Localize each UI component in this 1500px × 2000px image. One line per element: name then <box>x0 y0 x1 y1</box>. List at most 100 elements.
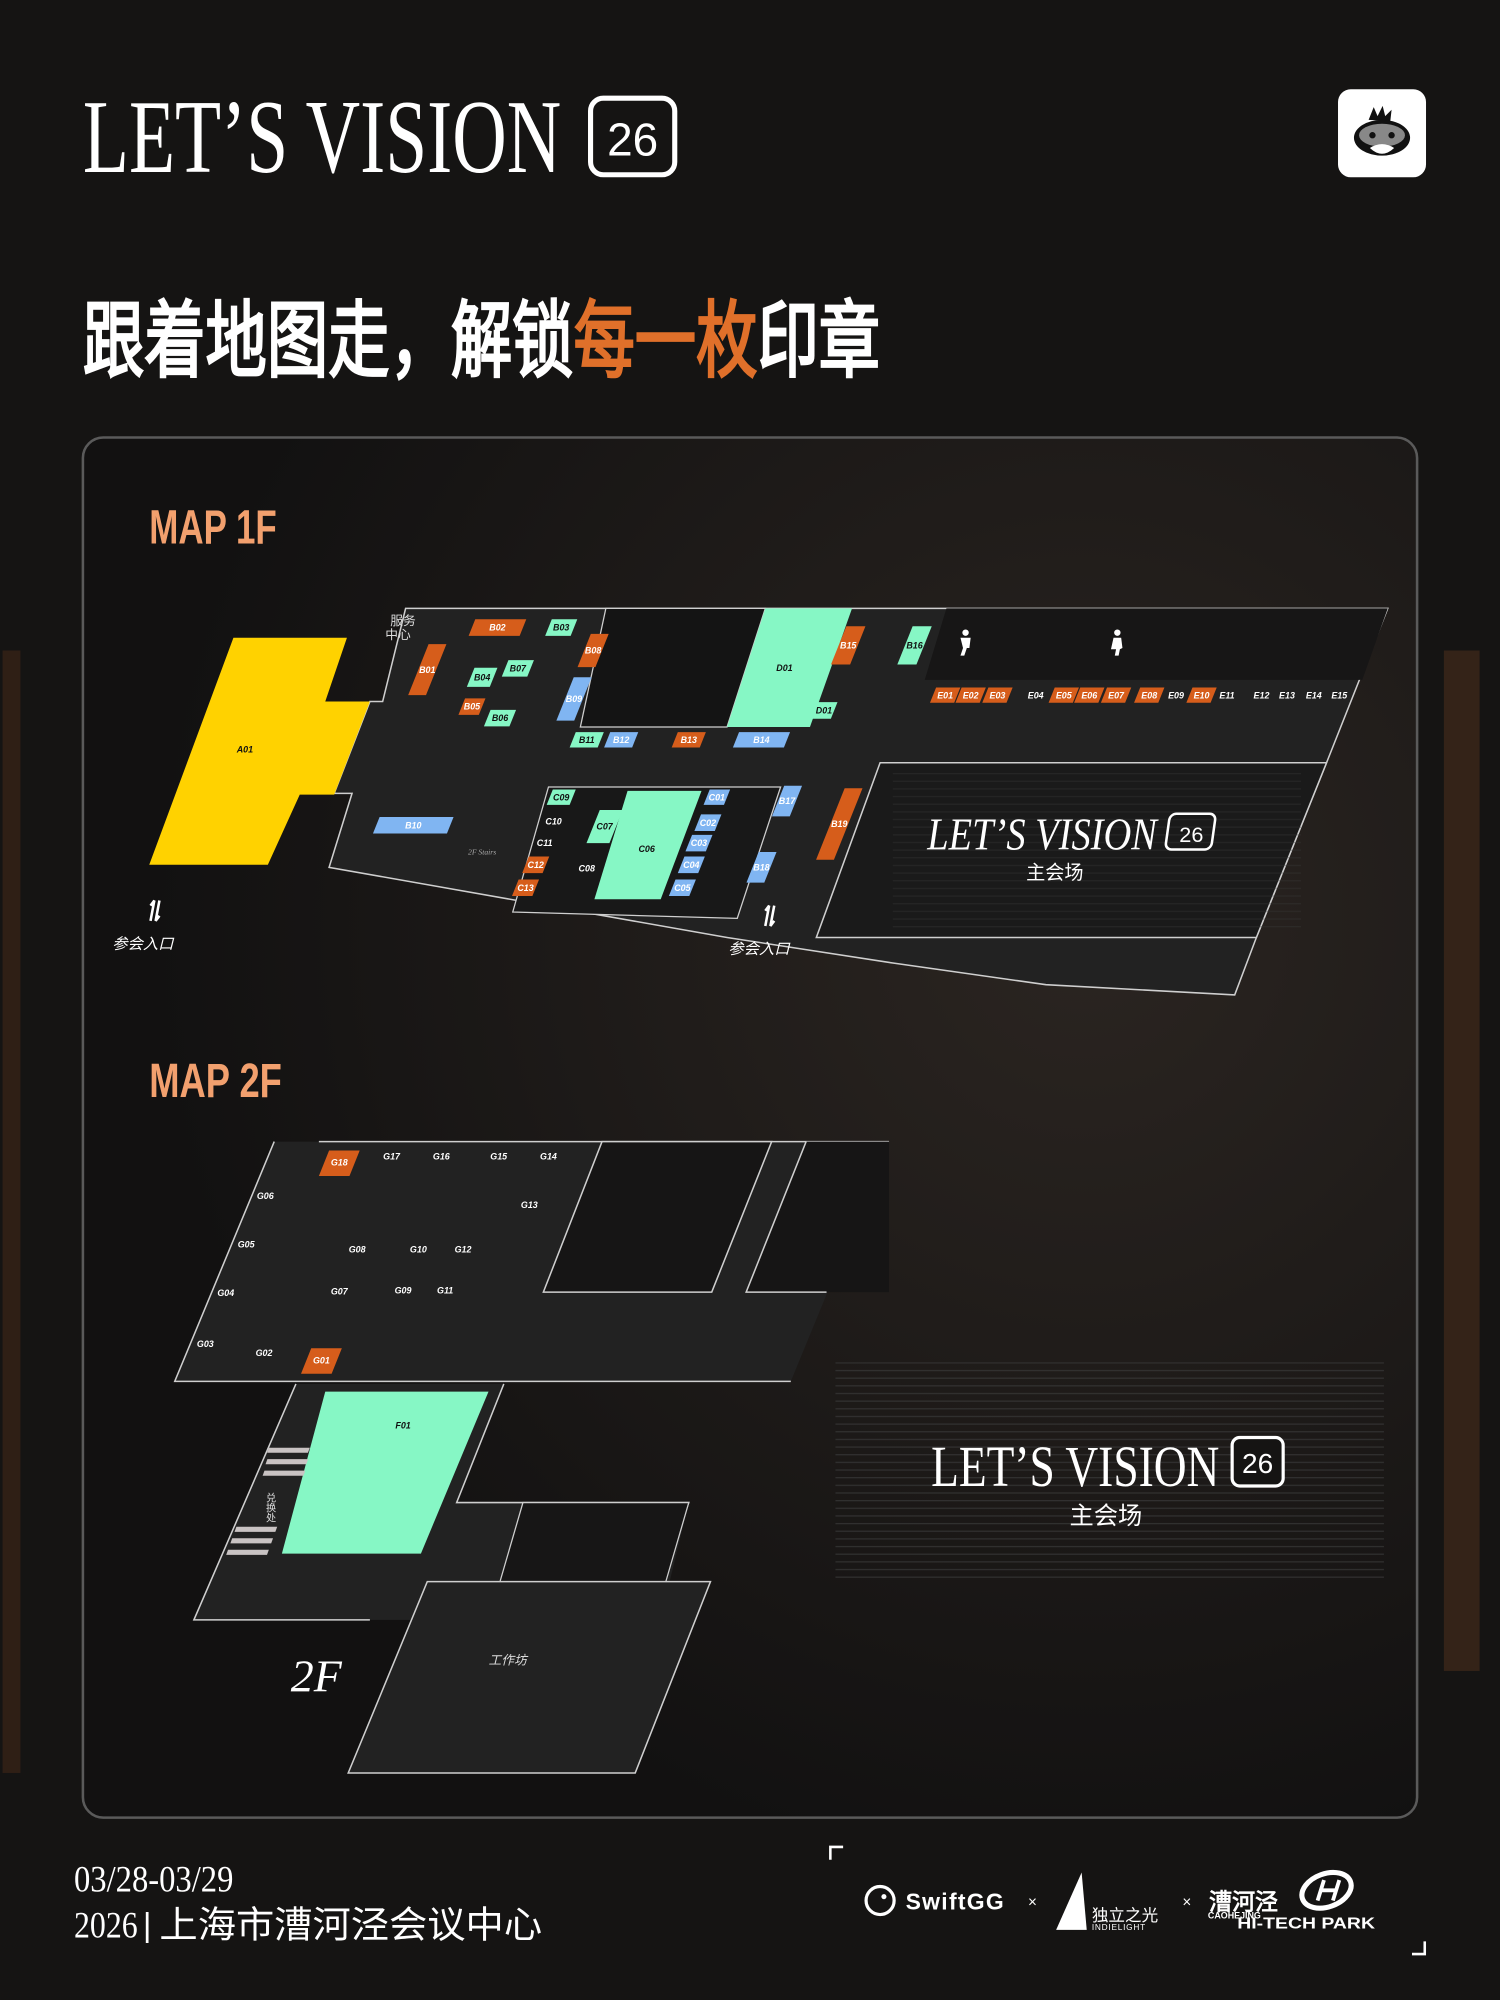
workshop-room[interactable] <box>347 1580 712 1774</box>
booth-e12[interactable]: E12 <box>1254 690 1270 700</box>
booth-shape <box>604 732 639 748</box>
booth-b15[interactable]: B15 <box>830 626 866 665</box>
booth-f01-label: F01 <box>395 1421 410 1431</box>
booth-b05[interactable]: B05 <box>458 698 486 715</box>
booth-c01[interactable]: C01 <box>703 789 731 805</box>
booth-c02[interactable]: C02 <box>694 814 722 831</box>
booth-b02[interactable]: B02 <box>468 619 527 636</box>
booth-e10[interactable]: E10 <box>1186 687 1217 703</box>
booth-c05[interactable]: C05 <box>668 879 696 897</box>
booth-shape <box>1074 687 1105 703</box>
booth-label: B17 <box>779 796 796 806</box>
booth-e14[interactable]: E14 <box>1306 690 1322 700</box>
booth-e01[interactable]: E01 <box>929 687 961 703</box>
booth-g18[interactable]: G18 <box>318 1150 360 1177</box>
mascot-face-icon[interactable] <box>1338 89 1427 178</box>
booth-shape <box>732 732 791 748</box>
booth-b09[interactable]: B09 <box>556 677 592 721</box>
entrance-arrows-icon <box>149 899 161 922</box>
booth-e04[interactable]: E04 <box>1028 690 1044 700</box>
booth-g04[interactable]: G04 <box>217 1288 234 1298</box>
booth-shape <box>830 626 866 665</box>
booth-g01[interactable]: G01 <box>301 1348 342 1374</box>
booth-g08[interactable]: G08 <box>349 1244 366 1254</box>
booth-c03[interactable]: C03 <box>685 834 713 852</box>
booth-e07[interactable]: E07 <box>1100 687 1132 703</box>
booth-c13[interactable]: C13 <box>511 879 540 897</box>
booth-d01-large[interactable] <box>727 608 853 728</box>
booth-g09[interactable]: G09 <box>395 1285 412 1295</box>
booth-label: B18 <box>753 862 769 872</box>
booth-shape <box>685 834 713 852</box>
booth-b06[interactable]: B06 <box>483 709 517 727</box>
booth-g12[interactable]: G12 <box>455 1244 472 1254</box>
booth-c11[interactable]: C11 <box>537 838 553 848</box>
booth-shape <box>468 619 527 636</box>
booth-b08[interactable]: B08 <box>577 633 609 668</box>
booth-b12[interactable]: B12 <box>604 732 639 748</box>
booth-e11[interactable]: E11 <box>1219 690 1234 700</box>
booth-g03[interactable]: G03 <box>197 1339 214 1349</box>
booth-c04[interactable]: C04 <box>677 856 705 874</box>
booth-g11[interactable]: G11 <box>437 1285 453 1295</box>
booth-label: E01 <box>937 690 953 700</box>
booth-b14[interactable]: B14 <box>732 732 791 748</box>
booth-b04[interactable]: B04 <box>466 667 498 687</box>
booth-b19[interactable]: B19 <box>816 788 863 860</box>
booth-label: B05 <box>464 702 481 712</box>
booth-b10[interactable]: B10 <box>372 816 454 834</box>
booth-d01[interactable]: D01 <box>810 702 838 719</box>
sponsor-caohejing-cn: 漕河泾 <box>1209 1888 1278 1914</box>
booth-e08[interactable]: E08 <box>1134 687 1165 703</box>
booth-b03[interactable]: B03 <box>545 619 578 636</box>
booth-a01[interactable] <box>149 637 370 865</box>
booth-g02[interactable]: G02 <box>256 1348 273 1358</box>
booth-e06[interactable]: E06 <box>1074 687 1105 703</box>
booth-e02[interactable]: E02 <box>955 687 986 703</box>
booth-c09[interactable]: C09 <box>546 789 576 805</box>
main-hall-2f[interactable] <box>835 1362 1384 1580</box>
headline: 跟着地图走，解锁每一枚印章 <box>83 294 880 388</box>
booth-g15[interactable]: G15 <box>490 1151 508 1161</box>
booth-e15[interactable]: E15 <box>1331 690 1348 700</box>
service-center-label: 服务中心 <box>385 613 416 642</box>
booth-b17[interactable]: B17 <box>771 785 803 817</box>
booth-label: G02 <box>256 1348 273 1358</box>
booth-g10[interactable]: G10 <box>410 1244 427 1254</box>
booth-label: B13 <box>681 735 697 745</box>
booth-b18[interactable]: B18 <box>746 852 777 883</box>
booth-b16[interactable]: B16 <box>897 626 932 665</box>
booth-shape <box>511 879 540 897</box>
booth-c12[interactable]: C12 <box>522 856 550 874</box>
booth-g07[interactable]: G07 <box>331 1287 349 1297</box>
booth-shape <box>671 732 706 748</box>
booth-label: G05 <box>238 1239 256 1249</box>
booth-c08[interactable]: C08 <box>579 864 595 874</box>
booth-g16[interactable]: G16 <box>433 1151 450 1161</box>
booth-shape <box>545 619 578 636</box>
event-dates: 03/28-03/29 <box>74 1859 233 1900</box>
booth-g05[interactable]: G05 <box>238 1239 256 1249</box>
booth-b13[interactable]: B13 <box>671 732 706 748</box>
booth-b11[interactable]: B11 <box>569 732 604 748</box>
exchange-stripes <box>226 1447 310 1555</box>
booth-shape <box>483 709 517 727</box>
booth-e03[interactable]: E03 <box>982 687 1013 703</box>
booth-g13[interactable]: G13 <box>521 1200 538 1210</box>
booth-g14[interactable]: G14 <box>540 1151 557 1161</box>
booth-f01[interactable] <box>281 1391 489 1554</box>
corner-bracket-icon <box>1411 1941 1427 1956</box>
booth-b07[interactable]: B07 <box>501 660 534 677</box>
swiftgg-logo-icon <box>864 1884 896 1917</box>
booth-c10[interactable]: C10 <box>545 817 561 827</box>
booth-label: C11 <box>537 838 553 848</box>
booth-e05[interactable]: E05 <box>1048 687 1079 703</box>
booth-g06[interactable]: G06 <box>257 1191 274 1201</box>
booth-b01[interactable]: B01 <box>408 644 447 696</box>
booth-c06[interactable] <box>594 790 702 900</box>
booth-c07[interactable]: C07 <box>586 809 623 844</box>
booth-e13[interactable]: E13 <box>1279 690 1295 700</box>
booth-g17[interactable]: G17 <box>383 1151 401 1161</box>
booth-e09[interactable]: E09 <box>1168 690 1184 700</box>
